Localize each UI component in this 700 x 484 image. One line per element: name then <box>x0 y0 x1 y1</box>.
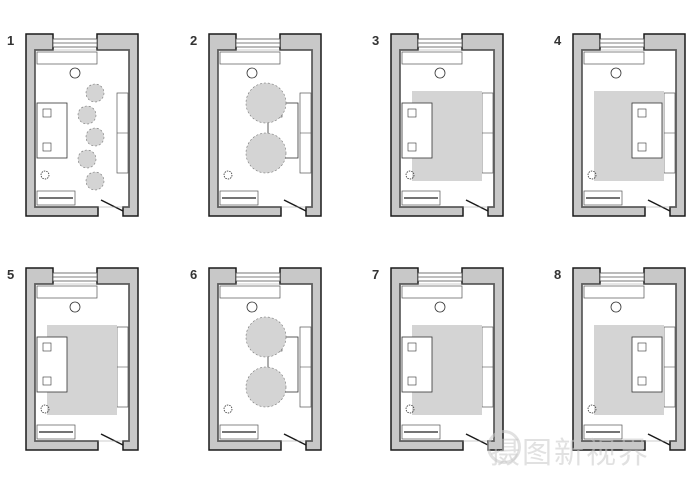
chair <box>246 301 258 313</box>
plan-number: 6 <box>190 267 198 282</box>
floor-plan <box>572 33 686 217</box>
round-rug <box>245 316 287 358</box>
pillow <box>42 376 52 386</box>
door <box>283 199 307 212</box>
plant-icon <box>587 404 597 414</box>
desk <box>583 51 645 65</box>
watermark-logo-icon <box>487 430 521 464</box>
round-rug <box>85 83 105 103</box>
plant-icon <box>223 170 233 180</box>
pillow <box>407 342 417 352</box>
chair <box>610 67 622 79</box>
chair <box>434 67 446 79</box>
pillow <box>637 342 647 352</box>
round-rug <box>85 171 105 191</box>
round-rug <box>245 82 287 124</box>
room <box>399 283 495 442</box>
bed <box>631 102 663 159</box>
pillow <box>637 108 647 118</box>
room <box>581 49 677 208</box>
door <box>283 433 307 446</box>
pillow <box>42 342 52 352</box>
desk <box>36 51 98 65</box>
plan-number: 4 <box>554 33 562 48</box>
bed <box>631 336 663 393</box>
desk <box>401 51 463 65</box>
round-rug <box>245 132 287 174</box>
floor-plan <box>25 33 139 217</box>
round-rug <box>77 149 97 169</box>
plant-icon <box>587 170 597 180</box>
room <box>399 49 495 208</box>
room <box>34 49 130 208</box>
plan-number: 1 <box>7 33 15 48</box>
desk <box>219 285 281 299</box>
round-rug <box>245 366 287 408</box>
desk <box>219 51 281 65</box>
room <box>217 49 313 208</box>
watermark: 摄图新视界 <box>490 436 650 471</box>
chair <box>246 67 258 79</box>
plan-number: 2 <box>190 33 198 48</box>
pillow <box>407 376 417 386</box>
chair <box>69 67 81 79</box>
bed <box>36 102 68 159</box>
chair <box>69 301 81 313</box>
plant-icon <box>405 170 415 180</box>
plan-number: 5 <box>7 267 15 282</box>
pillow <box>42 108 52 118</box>
door <box>100 199 124 212</box>
floor-plan <box>25 267 139 451</box>
chair <box>434 301 446 313</box>
floor-plan <box>390 267 504 451</box>
plant-icon <box>40 170 50 180</box>
chair <box>610 301 622 313</box>
round-rug <box>85 127 105 147</box>
plant-icon <box>405 404 415 414</box>
floor-plan <box>572 267 686 451</box>
pillow <box>407 108 417 118</box>
bed <box>401 102 433 159</box>
floor-plan <box>208 267 322 451</box>
desk <box>583 285 645 299</box>
pillow <box>637 376 647 386</box>
desk <box>401 285 463 299</box>
door <box>100 433 124 446</box>
room <box>217 283 313 442</box>
floor-plan <box>390 33 504 217</box>
door <box>465 433 489 446</box>
door <box>647 199 671 212</box>
door <box>465 199 489 212</box>
plan-number: 7 <box>372 267 380 282</box>
bed <box>36 336 68 393</box>
round-rug <box>77 105 97 125</box>
desk <box>36 285 98 299</box>
door <box>647 433 671 446</box>
pillow <box>637 142 647 152</box>
plan-number: 8 <box>554 267 562 282</box>
floor-plan <box>208 33 322 217</box>
room <box>34 283 130 442</box>
plant-icon <box>40 404 50 414</box>
pillow <box>407 142 417 152</box>
room <box>581 283 677 442</box>
plant-icon <box>223 404 233 414</box>
pillow <box>42 142 52 152</box>
plan-number: 3 <box>372 33 380 48</box>
bed <box>401 336 433 393</box>
